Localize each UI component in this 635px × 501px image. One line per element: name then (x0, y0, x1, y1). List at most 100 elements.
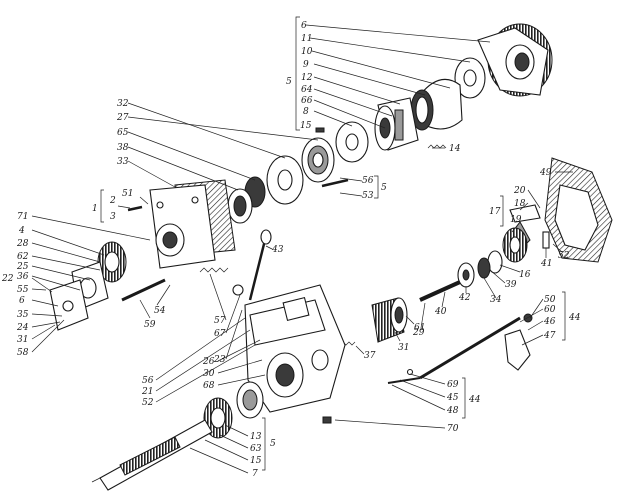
label-10: 10 (301, 47, 313, 57)
part-shift-rod-44 (419, 313, 533, 380)
part-washer-38 (227, 188, 253, 224)
label-26: 26 (202, 357, 215, 367)
label-52-low: 52 (142, 398, 154, 408)
label-18: 18 (514, 199, 526, 209)
label-15-low: 15 (250, 456, 262, 466)
label-63: 63 (250, 444, 262, 454)
part-gear-13 (203, 397, 233, 439)
label-7: 7 (252, 469, 258, 479)
label-8: 8 (303, 107, 309, 117)
label-6-top: 6 (301, 21, 307, 31)
label-27: 27 (116, 113, 129, 123)
label-56-low: 56 (142, 376, 154, 386)
part-bolt-51 (127, 205, 143, 212)
label-42: 42 (458, 293, 471, 303)
part-main-housing-26 (244, 284, 346, 413)
label-32: 32 (117, 99, 129, 109)
label-62: 62 (17, 252, 29, 262)
label-28: 28 (16, 239, 29, 249)
label-67: 67 (214, 329, 226, 339)
part-bolt-70 (322, 416, 332, 424)
part-bolt-53 (321, 178, 349, 188)
label-12: 12 (301, 73, 313, 83)
part-shaft-parts-16 (457, 250, 503, 288)
part-shaft-40 (419, 280, 461, 302)
label-1: 1 (92, 204, 98, 214)
label-22: 22 (1, 274, 14, 284)
label-35: 35 (17, 310, 29, 320)
label-43: 43 (271, 245, 284, 255)
part-clutch-body-12 (374, 97, 419, 151)
label-3: 3 (110, 212, 116, 222)
label-2: 2 (109, 196, 116, 206)
part-bearing-27 (301, 137, 335, 183)
label-57: 57 (214, 316, 226, 326)
label-31-mid: 31 (398, 343, 409, 353)
label-70: 70 (447, 424, 459, 434)
label-44-low: 44 (468, 395, 481, 405)
label-17: 17 (489, 207, 501, 217)
label-39: 39 (505, 280, 517, 290)
part-plate-8 (335, 121, 369, 163)
label-49: 49 (539, 168, 552, 178)
part-gasket-49 (544, 157, 613, 263)
label-9: 9 (303, 60, 309, 70)
label-14: 14 (449, 144, 461, 154)
label-60: 60 (544, 305, 556, 315)
label-71: 71 (17, 212, 28, 222)
label-50: 50 (544, 295, 556, 305)
part-bearing-lower-5 (236, 381, 264, 419)
label-29: 29 (412, 328, 425, 338)
label-38: 38 (117, 143, 129, 153)
label-23: 23 (213, 355, 226, 365)
part-end-plate-22 (49, 279, 89, 331)
label-5-mid: 5 (381, 183, 387, 193)
parts-drawings (49, 23, 613, 491)
label-37: 37 (364, 351, 376, 361)
label-64: 64 (301, 85, 313, 95)
part-lever-43 (232, 229, 272, 301)
part-bearing-32 (266, 155, 304, 205)
part-pin-15 (315, 127, 325, 133)
label-53: 53 (362, 191, 374, 201)
label-13: 13 (250, 432, 262, 442)
label-68: 68 (203, 381, 215, 391)
label-45: 45 (446, 393, 459, 403)
part-spring-14 (427, 144, 447, 149)
label-6-left: 6 (19, 296, 25, 306)
part-gear-hub-6 (477, 23, 553, 97)
label-56-mid: 56 (362, 176, 374, 186)
part-flange-plate-11 (454, 57, 486, 99)
label-36: 36 (17, 272, 29, 282)
label-55: 55 (17, 285, 29, 295)
label-66: 66 (301, 96, 313, 106)
label-16: 16 (519, 270, 531, 280)
part-input-shaft-7 (91, 419, 213, 491)
part-bolt-59 (121, 278, 166, 302)
label-44-right: 44 (568, 313, 581, 323)
label-34: 34 (490, 295, 502, 305)
label-19: 19 (510, 215, 522, 225)
label-58: 58 (17, 348, 29, 358)
label-59: 59 (144, 320, 156, 330)
part-cover-33 (149, 179, 236, 269)
label-25: 25 (16, 262, 29, 272)
part-gear-31 (371, 297, 408, 343)
label-20: 20 (513, 186, 526, 196)
label-11: 11 (301, 34, 312, 44)
label-15-top: 15 (300, 121, 312, 131)
label-30: 30 (203, 369, 215, 379)
label-5-low: 5 (270, 439, 276, 449)
label-40: 40 (434, 307, 447, 317)
label-4: 4 (18, 226, 25, 236)
label-47: 47 (543, 331, 556, 341)
label-61: 61 (414, 323, 425, 333)
label-48: 48 (446, 406, 459, 416)
label-31-left: 31 (17, 335, 28, 345)
label-54: 54 (154, 306, 166, 316)
label-52-right: 52 (558, 251, 570, 261)
part-rod-69 (387, 368, 421, 384)
part-pin-41 (542, 231, 550, 249)
label-65: 65 (117, 128, 129, 138)
